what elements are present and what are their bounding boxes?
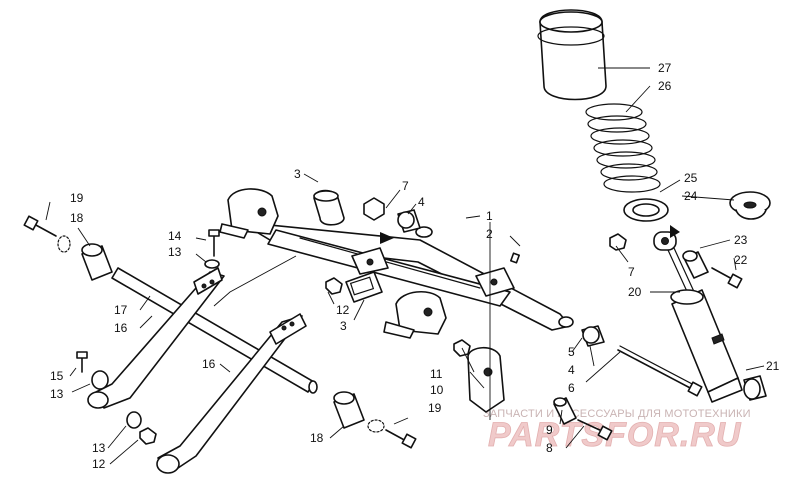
watermark-logo: PARTSFOR.RU — [488, 416, 742, 454]
part-7-nut-right — [609, 233, 627, 251]
direction-arrow-left — [380, 232, 394, 244]
part-3-bushing-lower — [345, 271, 383, 303]
part-27-bump-stop — [537, 9, 607, 101]
part-19-bolt-left — [23, 215, 71, 253]
part-21-bushing — [743, 375, 767, 401]
part-15-bolt — [76, 351, 88, 373]
callout-23: 23 — [734, 233, 748, 247]
part-12-nut-upper — [325, 277, 343, 295]
callout-1: 1 — [486, 209, 493, 223]
callout-13-mid: 13 — [50, 387, 64, 401]
callout-16-lower: 16 — [202, 357, 216, 371]
callout-10: 10 — [430, 383, 444, 397]
part-3-bushing-upper — [313, 189, 345, 226]
watermark-caption: ЗАПЧАСТИ И АКСЕССУАРЫ ДЛЯ МОТОТЕХНИКИ — [483, 408, 751, 420]
callout-19-right: 19 — [428, 401, 442, 415]
callout-22: 22 — [734, 253, 748, 267]
part-19-bolt-right — [367, 419, 417, 449]
part-12-nut-lower — [139, 427, 157, 445]
callout-3-lower: 3 — [340, 319, 347, 333]
part-6-long-bolt — [617, 345, 703, 397]
callout-8: 8 — [546, 441, 553, 455]
part-13-washer-upper — [204, 259, 220, 269]
leader-lines — [45, 67, 765, 465]
part-13-washer-lower — [126, 411, 142, 429]
callout-12-upper: 12 — [336, 303, 350, 317]
part-16-strap-lower — [156, 313, 307, 474]
part-22-bolt — [711, 267, 743, 289]
callout-19-left: 19 — [70, 191, 84, 205]
part-8-bolt — [577, 419, 613, 441]
callout-6: 6 — [568, 381, 575, 395]
part-4-bushing-upper — [397, 209, 421, 233]
part-10-bracket-plate — [467, 346, 505, 413]
part-24-retainer-cup — [729, 191, 771, 220]
callout-20: 20 — [628, 285, 642, 299]
callout-2: 2 — [486, 227, 493, 241]
callout-16-upper: 16 — [114, 321, 128, 335]
callout-25: 25 — [684, 171, 698, 185]
callout-4-upper: 4 — [418, 195, 425, 209]
part-14-bolt — [208, 229, 220, 257]
part-25-spring-seat — [623, 198, 669, 222]
direction-arrow-right — [670, 225, 680, 238]
callout-7-right: 7 — [628, 265, 635, 279]
part-7-nut-upper — [363, 197, 385, 221]
part-18-bushing-right — [333, 391, 365, 429]
callout-18-left: 18 — [70, 211, 84, 225]
callout-12-lower: 12 — [92, 457, 106, 471]
callout-26: 26 — [658, 79, 672, 93]
callout-17: 17 — [114, 303, 128, 317]
part-23-spacer — [682, 250, 709, 279]
part-4-bushing-lower — [581, 325, 605, 347]
callout-15: 15 — [50, 369, 64, 383]
callout-13-lower: 13 — [92, 441, 106, 455]
callout-4-lower: 4 — [568, 363, 575, 377]
watermark: ЗАПЧАСТИ И АКСЕССУАРЫ ДЛЯ МОТОТЕХНИКИ PA… — [483, 408, 751, 454]
part-2-grease-fitting — [510, 252, 520, 264]
part-16-strap-upper — [87, 267, 225, 409]
callout-24: 24 — [684, 189, 698, 203]
part-20-shock-absorber — [653, 231, 743, 403]
part-1-arm-assembly — [219, 188, 574, 339]
callout-11: 11 — [430, 367, 443, 381]
callout-14: 14 — [168, 229, 182, 243]
callout-9: 9 — [546, 423, 553, 437]
part-13-washer-mid — [91, 370, 109, 390]
callout-5: 5 — [568, 345, 575, 359]
callout-7-upper: 7 — [402, 179, 409, 193]
callout-18-right: 18 — [310, 431, 324, 445]
callout-labels: 27 26 25 24 23 22 7 20 21 1 2 7 4 3 3 12… — [50, 61, 780, 471]
callout-21: 21 — [766, 359, 780, 373]
part-26-spring — [585, 103, 661, 193]
part-18-bushing-left — [81, 243, 113, 281]
callout-27: 27 — [658, 61, 672, 75]
callout-13-upper: 13 — [168, 245, 182, 259]
callout-3-upper: 3 — [294, 167, 301, 181]
